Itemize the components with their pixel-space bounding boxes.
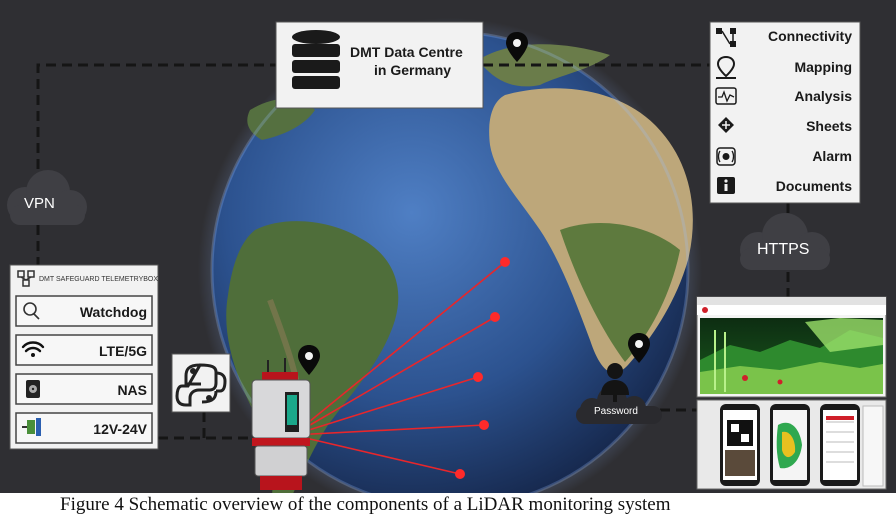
- network-nodes-icon: [716, 28, 736, 47]
- magnifier-icon: [23, 302, 40, 320]
- laser-targets: [455, 257, 510, 479]
- location-pin-icon: [298, 345, 320, 375]
- figure-caption-text: Figure 4 Schematic overview of the compo…: [60, 494, 671, 515]
- datacentre-line2: in Germany: [374, 62, 452, 78]
- vpn-label: VPN: [24, 195, 55, 212]
- vpn-cloud: [7, 170, 87, 225]
- africa-green: [560, 222, 680, 362]
- smartphone-icon: [696, 399, 887, 490]
- laser-ray: [292, 434, 461, 475]
- https-label: HTTPS: [757, 241, 810, 258]
- telemetry-nas-label: NAS: [117, 382, 147, 398]
- datacentre-line1: DMT Data Centre: [350, 44, 463, 60]
- connection-lines: [36, 63, 790, 440]
- user-icon: [601, 363, 629, 402]
- storage-drive-icon: [26, 380, 40, 398]
- feature-connectivity: Connectivity: [767, 28, 852, 44]
- laser-target: [455, 469, 465, 479]
- laser-target: [500, 257, 510, 267]
- feature-mapping: Mapping: [794, 59, 852, 75]
- https-cloud: [740, 213, 830, 270]
- power-plug-icon: [22, 418, 41, 436]
- features-box: [709, 21, 861, 204]
- europe-landmass: [478, 44, 610, 87]
- laser-ray: [292, 424, 485, 436]
- browser-window-icon: [696, 296, 887, 398]
- password-label: Password: [594, 406, 638, 417]
- line-vpn-datacentre: [36, 63, 276, 185]
- alarm-icon: [716, 147, 736, 166]
- database-icon: [292, 30, 340, 89]
- north-america-edge: [247, 98, 315, 140]
- telemetry-logo-icon: [17, 270, 35, 287]
- map-pin-icon: [716, 55, 736, 79]
- wifi-icon: [21, 341, 45, 357]
- feature-documents: Documents: [775, 178, 852, 194]
- python-logo-icon: [175, 363, 227, 407]
- location-pin-icon: [628, 333, 650, 363]
- laser-ray: [292, 261, 506, 436]
- laser-target: [490, 312, 500, 322]
- laser-target: [479, 420, 489, 430]
- laser-ray: [292, 376, 479, 436]
- feature-sheets: Sheets: [806, 118, 852, 134]
- telemetry-title: DMT SAFEGUARD TELEMETRYBOX: [39, 276, 159, 283]
- waveform-icon: [715, 87, 737, 105]
- figure-caption: Figure 4 Schematic overview of the compo…: [0, 493, 896, 515]
- lidar-scanner-icon: [251, 358, 311, 490]
- sheets-icon: [718, 117, 734, 133]
- telemetry-lte-label: LTE/5G: [99, 343, 147, 359]
- info-icon: [717, 177, 735, 194]
- feature-analysis: Analysis: [794, 88, 852, 104]
- laser-rays: [292, 261, 506, 475]
- location-pin-icon: [506, 32, 528, 62]
- telemetry-item-watchdog: [15, 295, 153, 327]
- laser-ray: [292, 316, 496, 436]
- feature-alarm: Alarm: [812, 148, 852, 164]
- telemetry-watchdog-label: Watchdog: [79, 304, 147, 320]
- laser-target: [473, 372, 483, 382]
- telemetry-power-label: 12V-24V: [93, 421, 147, 437]
